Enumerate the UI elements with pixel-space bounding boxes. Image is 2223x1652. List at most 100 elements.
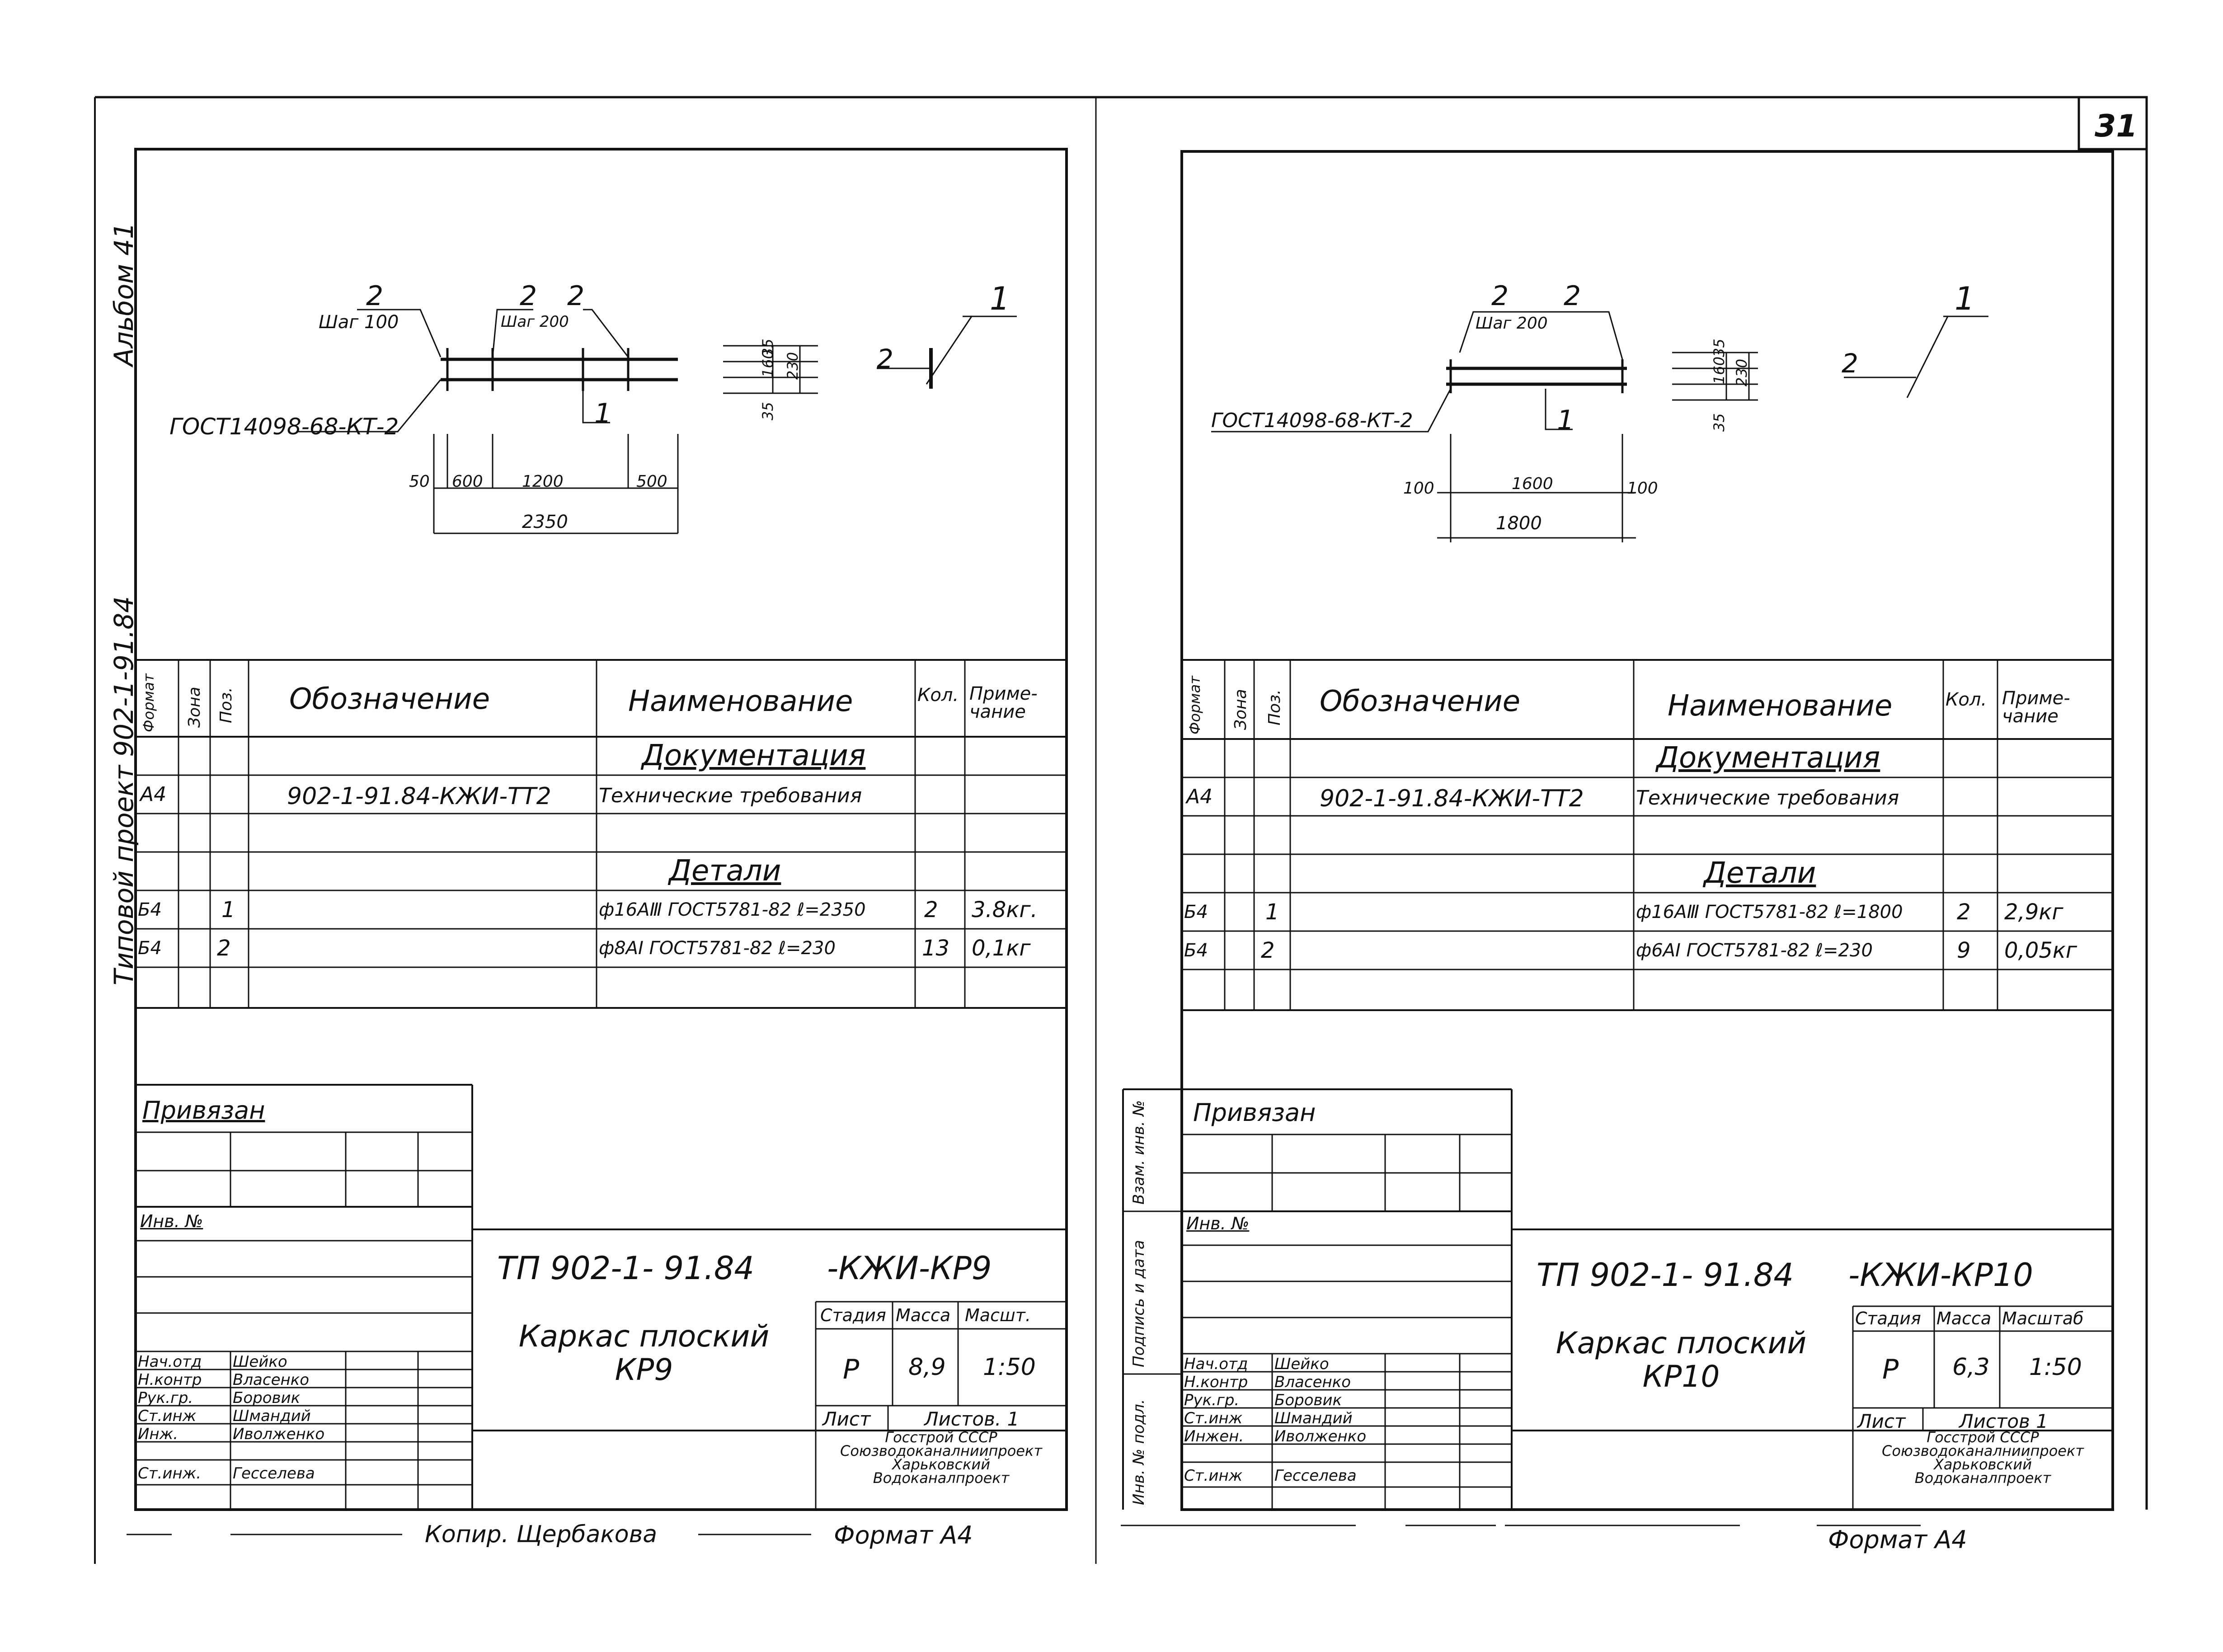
left-col-zone: Зона	[185, 687, 204, 728]
right-scale-header: Масштаб	[2002, 1308, 2084, 1328]
left-dim-35b: 35	[759, 402, 776, 420]
right-row1-name: ф16АⅢ ГОСТ5781-82 ℓ=1800	[1636, 902, 1903, 922]
right-dim-100a: 100	[1403, 479, 1434, 498]
left-doc-name: Технические требования	[599, 784, 862, 807]
right-sheets-header: Листов 1	[1959, 1410, 2048, 1432]
left-stage-value: Р	[843, 1354, 860, 1385]
page-number: 31	[2095, 108, 2138, 144]
right-col-pos: Поз.	[1265, 689, 1284, 725]
left-attached-label: Привязан	[142, 1096, 265, 1125]
right-row2-qty: 9	[1957, 938, 1971, 963]
left-row2-note: 0,1кг	[972, 936, 1031, 961]
left-callout-pos1a: 1	[990, 280, 1010, 317]
left-doc-format: А4	[140, 783, 167, 806]
right-drawing-code: ТП 902-1- 91.84	[1537, 1257, 1794, 1294]
left-section-documentation: Документация	[642, 739, 866, 772]
left-name-6: Гесселева	[233, 1464, 315, 1483]
right-role-5: Инжен.	[1184, 1427, 1244, 1445]
left-dim-160: 160	[759, 349, 776, 377]
left-name-5: Иволженко	[233, 1425, 325, 1443]
right-drawing-code-suffix: -КЖИ-КР10	[1848, 1257, 2033, 1294]
left-scale-value: 1:50	[983, 1354, 1036, 1381]
right-mass-header: Масса	[1936, 1308, 1992, 1328]
left-role-6: Ст.инж.	[138, 1464, 202, 1483]
right-role-4: Ст.инж	[1184, 1409, 1243, 1427]
right-role-3: Рук.гр.	[1184, 1391, 1240, 1409]
right-col-format: Формат	[1186, 676, 1203, 734]
right-row2-pos: 2	[1261, 938, 1275, 963]
left-mass-header: Масса	[896, 1305, 951, 1325]
left-role-2: Н.контр	[138, 1371, 202, 1389]
left-drawing-code: ТП 902-1- 91.84	[497, 1250, 754, 1287]
right-callout-pos2a: 2	[1491, 280, 1509, 312]
left-role-3: Рук.гр.	[138, 1389, 193, 1407]
left-row1-format: Б4	[138, 899, 162, 920]
left-callout-pos2c: 2	[567, 280, 585, 312]
left-row1-qty: 2	[924, 897, 938, 922]
left-scale-header: Масшт.	[965, 1305, 1031, 1325]
left-sheet-header: Лист	[822, 1408, 871, 1430]
right-gost-label: ГОСТ14098-68-КТ-2	[1211, 409, 1413, 432]
left-inv-label: Инв. №	[140, 1211, 203, 1231]
left-row2-qty: 13	[922, 936, 950, 961]
right-role-2: Н.контр	[1184, 1373, 1248, 1391]
left-role-1: Нач.отд	[138, 1353, 202, 1371]
left-col-pos: Поз.	[217, 687, 235, 723]
right-mass-value: 6,3	[1952, 1354, 1990, 1381]
right-dim-1600: 1600	[1512, 475, 1553, 493]
left-row1-pos: 1	[221, 897, 235, 922]
left-doc-designation: 902-1-91.84-КЖИ-ТТ2	[287, 783, 551, 810]
right-row1-pos: 1	[1265, 899, 1279, 925]
right-dim-160: 160	[1711, 356, 1728, 384]
right-row1-note: 2,9кг	[2004, 899, 2063, 925]
right-name-6: Гесселева	[1274, 1467, 1357, 1485]
left-format-label: Формат А4	[834, 1521, 973, 1549]
left-copy-label: Копир. Щербакова	[425, 1521, 658, 1548]
left-dim-600: 600	[452, 472, 483, 491]
right-stage-value: Р	[1882, 1354, 1899, 1385]
left-dim-230: 230	[784, 352, 801, 380]
right-dim-230: 230	[1733, 358, 1750, 386]
right-dim-100b: 100	[1627, 479, 1658, 498]
album-label: Альбом 41	[108, 222, 139, 366]
left-callout-step-b: Шаг 200	[501, 313, 569, 331]
right-row2-note: 0,05кг	[2004, 938, 2077, 963]
left-col-note: Приме- чание	[969, 683, 1038, 722]
left-drawing-code-suffix: -КЖИ-КР9	[827, 1250, 992, 1287]
right-section-documentation: Документация	[1656, 741, 1880, 775]
left-row1-note: 3.8кг.	[972, 897, 1038, 922]
right-side-label-1: Взам. инв. №	[1130, 1100, 1148, 1205]
left-gost-label: ГОСТ14098-68-КТ-2	[169, 414, 399, 440]
right-sheet-header: Лист	[1857, 1410, 1906, 1432]
left-dim-500: 500	[636, 472, 667, 491]
right-dim-35a: 35	[1711, 339, 1728, 357]
right-doc-name: Технические требования	[1636, 786, 1899, 810]
right-callout-pos1a: 1	[1955, 280, 1975, 317]
right-name-2: Власенко	[1274, 1373, 1351, 1391]
right-side-label-3: Инв. № подл.	[1130, 1399, 1148, 1505]
left-col-designation: Обозначение	[289, 682, 490, 716]
left-callout-pos2a: 2	[366, 280, 384, 312]
right-callout-pos2c: 2	[1842, 348, 1858, 379]
left-row2-format: Б4	[138, 938, 162, 959]
right-name-1: Шейко	[1274, 1355, 1329, 1373]
right-side-label-2: Подпись и дата	[1130, 1240, 1148, 1367]
right-col-qty: Кол.	[1946, 689, 1987, 710]
left-mass-value: 8,9	[908, 1354, 946, 1381]
left-col-name: Наименование	[628, 685, 853, 718]
right-scale-value: 1:50	[2029, 1354, 2082, 1381]
right-name-3: Боровик	[1274, 1391, 1342, 1409]
right-role-1: Нач.отд	[1184, 1355, 1248, 1373]
left-org: Госстрой СССР Союзводоканалниипроект Хар…	[840, 1429, 1042, 1487]
right-col-name: Наименование	[1668, 689, 1893, 723]
left-row2-name: ф8АⅠ ГОСТ5781-82 ℓ=230	[599, 938, 836, 959]
left-drawing-title: Каркас плоский КР9	[518, 1319, 770, 1387]
right-attached-label: Привязан	[1193, 1098, 1316, 1127]
left-dim-1200: 1200	[522, 472, 564, 491]
right-row2-name: ф6АⅠ ГОСТ5781-82 ℓ=230	[1636, 940, 1873, 961]
left-row2-pos: 2	[217, 936, 231, 961]
right-callout-pos1b: 1	[1557, 405, 1574, 436]
left-callout-pos2d: 2	[877, 344, 893, 374]
